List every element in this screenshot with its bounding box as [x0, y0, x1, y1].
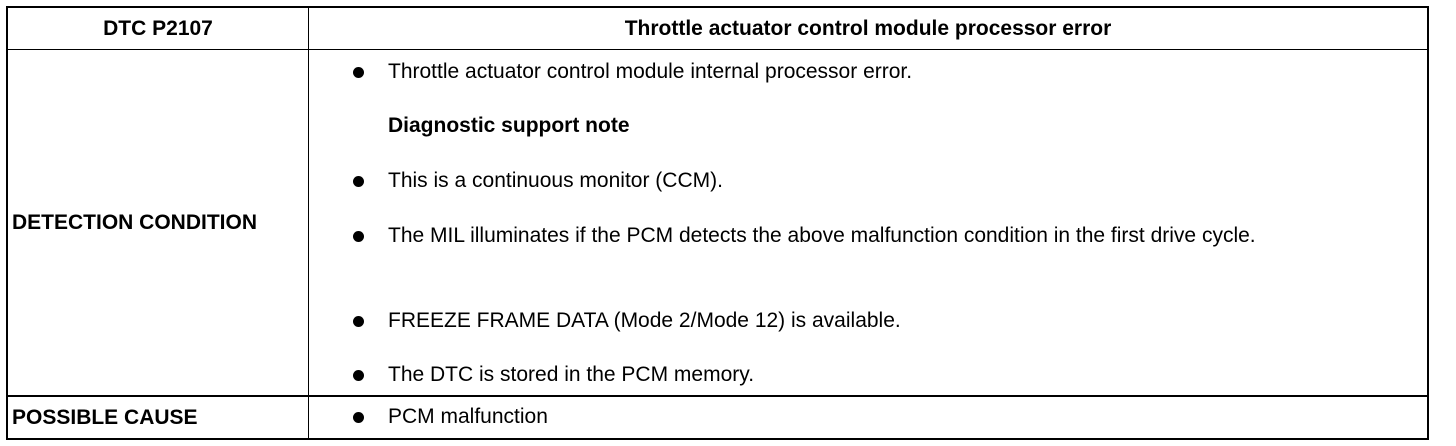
bullet-icon: [353, 176, 364, 187]
list-item: Throttle actuator control module interna…: [353, 57, 1393, 87]
detection-row: DETECTION CONDITION: [8, 50, 1427, 397]
header-row: DTC P2107 Throttle actuator control modu…: [8, 8, 1427, 50]
bullet-icon: [353, 67, 364, 78]
bullet-icon: [353, 316, 364, 327]
detection-label: DETECTION CONDITION: [12, 210, 257, 234]
list-item: The DTC is stored in the PCM memory.: [353, 360, 1393, 390]
bullet-icon: [353, 412, 364, 423]
dtc-title-cell: Throttle actuator control module process…: [624, 16, 1112, 40]
note-heading: Diagnostic support note: [388, 114, 630, 137]
list-item: FREEZE FRAME DATA (Mode 2/Mode 12) is av…: [353, 306, 1393, 336]
cause-row: POSSIBLE CAUSE: [8, 397, 1427, 438]
list-item: PCM malfunction: [353, 402, 1393, 432]
list-item: The MIL illuminates if the PCM detects t…: [353, 221, 1393, 251]
dtc-code-cell: DTC P2107: [103, 16, 213, 40]
bullet-icon: [353, 370, 364, 381]
dtc-table: DTC P2107 Throttle actuator control modu…: [6, 6, 1429, 440]
column-divider: [308, 8, 309, 438]
list-item: This is a continuous monitor (CCM).: [353, 166, 1393, 196]
cause-label: POSSIBLE CAUSE: [12, 405, 198, 429]
bullet-icon: [353, 231, 364, 242]
